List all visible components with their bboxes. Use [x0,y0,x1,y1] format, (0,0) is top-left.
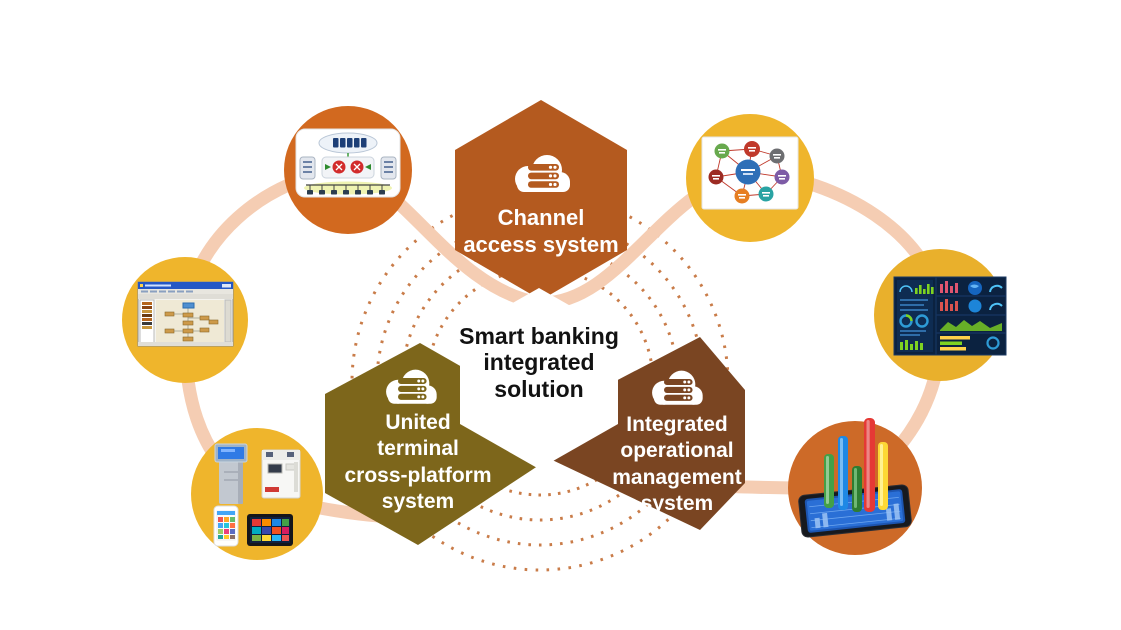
satellite-analytics-tablet [788,418,922,555]
kiosk-2-illustration [261,449,301,499]
dark-dashboard-illustration [893,276,1007,356]
desktop-flowchart-window-illustration [137,281,234,347]
integrated-operations-label: Integrated operational management system [612,413,742,516]
hexagon-channel-access [455,100,627,300]
channel-access-label: Channel access system [463,205,619,257]
network-architecture-illustration [295,128,401,198]
satellite-terminal-devices [191,428,323,560]
cloud-server-icon [386,369,437,404]
kiosk-1-illustration [214,443,248,504]
tablet-3d-chart-illustration [798,418,912,538]
united-terminal-label: United terminal cross-platform system [344,411,492,514]
cloud-server-icon [515,155,570,192]
hexagon-integrated-operations [548,337,745,530]
hub-and-spoke-illustration [701,136,799,210]
three-d-bars [824,418,888,512]
smartphone-illustration [213,505,239,547]
hexagon-center [460,288,618,469]
satellite-service-map [686,114,814,242]
satellite-network-topology [284,106,412,234]
satellite-monitoring-dashboard [874,249,1007,381]
satellite-workflow-application [122,257,248,383]
cloud-server-icon [652,370,703,405]
tablet-illustration [247,514,293,546]
center-title: Smart banking integrated solution [459,323,619,402]
